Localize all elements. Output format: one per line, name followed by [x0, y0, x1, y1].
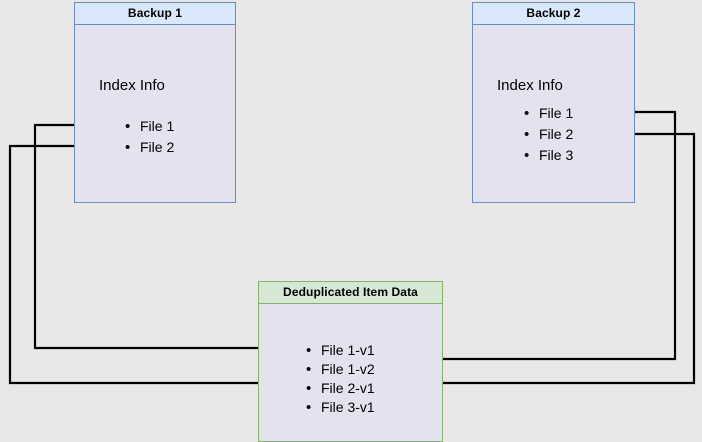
dedup-file-list: File 1-v1 File 1-v2 File 2-v1 File 3-v1 [306, 341, 375, 417]
list-item: File 3-v1 [306, 398, 375, 417]
backup-2-index-info-label: Index Info [497, 77, 563, 94]
node-dedup-body: File 1-v1 File 1-v2 File 2-v1 File 3-v1 [258, 303, 443, 442]
node-backup-2-title: Backup 2 [472, 2, 635, 25]
node-deduplicated-item-data[interactable]: Deduplicated Item Data File 1-v1 File 1-… [258, 281, 443, 442]
node-backup-2-body: Index Info File 1 File 2 File 3 [472, 24, 635, 203]
list-item: File 3 [524, 145, 573, 166]
backup-2-file-list: File 1 File 2 File 3 [524, 103, 573, 166]
list-item: File 1-v2 [306, 360, 375, 379]
node-backup-1-title: Backup 1 [74, 2, 236, 25]
node-backup-2[interactable]: Backup 2 Index Info File 1 File 2 File 3 [472, 2, 635, 203]
list-item: File 1-v1 [306, 341, 375, 360]
backup-1-index-info-label: Index Info [99, 77, 165, 94]
list-item: File 1 [125, 116, 174, 137]
list-item: File 2 [524, 124, 573, 145]
list-item: File 2 [125, 137, 174, 158]
backup-1-file-list: File 1 File 2 [125, 116, 174, 158]
list-item: File 1 [524, 103, 573, 124]
list-item: File 2-v1 [306, 379, 375, 398]
node-dedup-title: Deduplicated Item Data [258, 281, 443, 304]
node-backup-1[interactable]: Backup 1 Index Info File 1 File 2 [74, 2, 236, 203]
node-backup-1-body: Index Info File 1 File 2 [74, 24, 236, 203]
